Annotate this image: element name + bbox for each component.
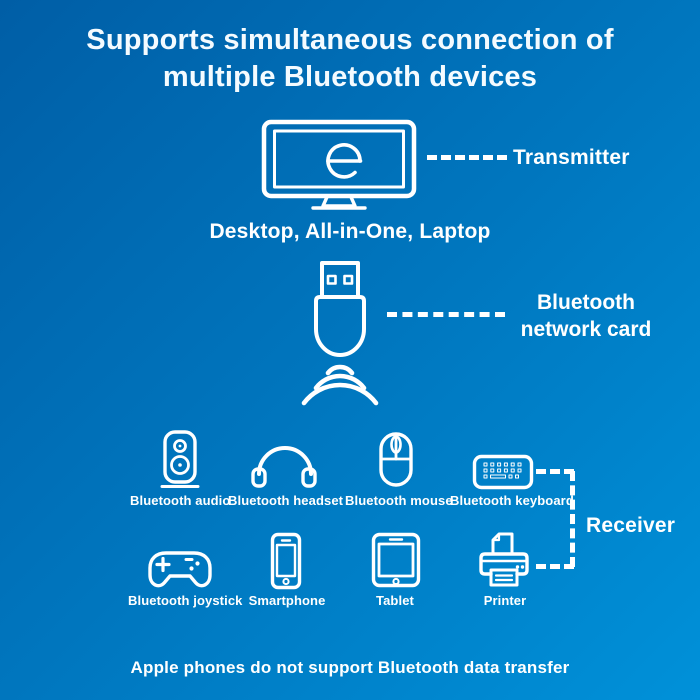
printer-icon bbox=[479, 532, 529, 587]
keyboard-icon bbox=[472, 454, 534, 490]
page-title: Supports simultaneous connection of mult… bbox=[0, 22, 700, 96]
tablet-icon bbox=[371, 532, 421, 588]
network-card-label-line2: network card bbox=[520, 318, 652, 341]
speaker-icon bbox=[160, 430, 200, 488]
device-label-bluetooth-headset: Bluetooth headset bbox=[228, 493, 344, 508]
receiver-label: Receiver bbox=[586, 514, 676, 537]
network-card-dashed-connector bbox=[387, 312, 505, 317]
wireless-signal-icon bbox=[301, 364, 379, 406]
monitor-with-e-logo-icon bbox=[261, 119, 417, 210]
receiver-bracket-bottom-connector bbox=[536, 564, 574, 569]
gamepad-icon bbox=[148, 551, 212, 588]
page-title-line2: multiple Bluetooth devices bbox=[162, 61, 538, 93]
network-card-label-line1: Bluetooth bbox=[537, 291, 635, 314]
receiver-bracket-top-connector bbox=[536, 469, 574, 474]
transmitter-device-caption: Desktop, All-in-One, Laptop bbox=[209, 220, 491, 243]
device-label-tablet: Tablet bbox=[376, 593, 414, 608]
device-label-smartphone: Smartphone bbox=[248, 593, 326, 608]
device-label-bluetooth-mouse: Bluetooth mouse bbox=[345, 493, 453, 508]
usb-dongle-icon bbox=[301, 261, 379, 406]
page-title-line1: Supports simultaneous connection of bbox=[86, 24, 614, 56]
device-label-bluetooth-keyboard: Bluetooth keyboard bbox=[450, 493, 574, 508]
receiver-bracket-vertical-connector bbox=[570, 471, 575, 567]
network-card-label: Bluetooth network card bbox=[500, 289, 672, 343]
mouse-icon bbox=[379, 432, 413, 487]
transmitter-label: Transmitter bbox=[513, 146, 630, 169]
device-label-printer: Printer bbox=[483, 593, 527, 608]
headset-icon bbox=[251, 446, 317, 488]
transmitter-dashed-connector bbox=[427, 155, 507, 160]
smartphone-icon bbox=[270, 532, 302, 590]
device-label-bluetooth-joystick: Bluetooth joystick bbox=[128, 593, 243, 608]
device-label-bluetooth-audio: Bluetooth audio bbox=[130, 493, 231, 508]
footer-note: Apple phones do not support Bluetooth da… bbox=[130, 658, 570, 677]
